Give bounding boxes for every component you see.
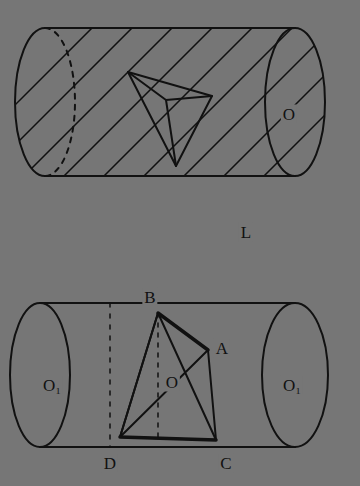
cylinder-cap: [15, 28, 45, 176]
generatrix: [157, 313, 159, 440]
point-label: D: [102, 454, 118, 473]
cylinder-edge: [45, 175, 295, 177]
segment-ba: [158, 313, 208, 350]
point-label: C: [218, 454, 233, 473]
triangle: [128, 72, 212, 166]
point-label: O₁: [41, 376, 63, 395]
point-label: L: [239, 223, 253, 242]
point-label: A: [214, 339, 230, 358]
cylinder-cap-hidden: [45, 28, 75, 176]
point-label: O: [164, 373, 180, 392]
hidden-line: [109, 303, 111, 447]
cylinder-edge: [40, 446, 295, 448]
quadrilateral: [120, 313, 216, 440]
cylinder-edge: [45, 27, 295, 29]
diagonals: [120, 313, 216, 440]
hatching: [0, 10, 360, 200]
cylinder-cap: [265, 28, 325, 176]
segment-dc: [120, 437, 216, 440]
point-label: B: [142, 288, 157, 307]
cylinder-cap: [262, 303, 328, 447]
cylinder-edge: [40, 302, 295, 304]
cylinder-cap: [10, 303, 70, 447]
point-label: O: [281, 105, 297, 124]
pyramid-edges: [128, 72, 212, 166]
point-label: O₁: [281, 376, 303, 395]
